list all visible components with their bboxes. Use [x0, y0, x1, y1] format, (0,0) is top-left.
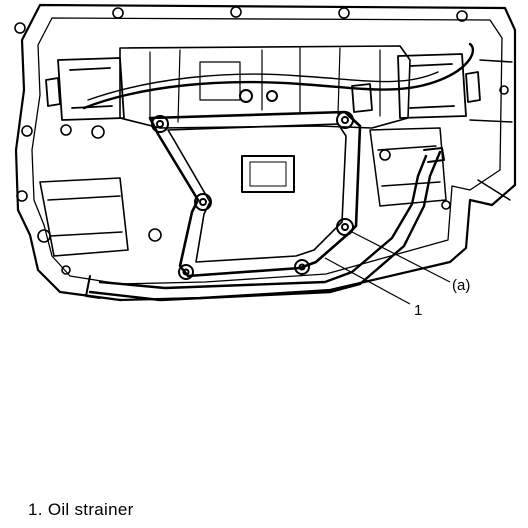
right-side-block [369, 127, 447, 207]
left-solenoid-bolt [91, 125, 105, 139]
rim-bolt-holes [14, 6, 509, 275]
right-side-bolt [379, 149, 391, 161]
oil-pipe-left-end [85, 275, 101, 299]
left-solenoid-bolt-2 [60, 124, 72, 136]
leader-lines [324, 231, 451, 305]
right-solenoid [397, 53, 481, 119]
wiring-harness [82, 42, 475, 110]
wiring-harness-inner [87, 71, 439, 101]
case-inner-rim [31, 17, 503, 285]
oil-pipe-outer [88, 150, 442, 302]
callout-1-label: 1 [414, 302, 422, 319]
oil-strainer-body [167, 123, 347, 263]
legend-text: Oil strainer [47, 500, 134, 519]
strainer-bolts [151, 89, 354, 280]
valve-body-upper [119, 45, 411, 129]
oil-pipe-inner [98, 154, 428, 290]
oil-pipe-end [423, 147, 445, 163]
harness-clamp [351, 83, 373, 113]
case-right-ledge [469, 59, 513, 201]
lower-left-bolt [37, 229, 51, 243]
oil-strainer [148, 110, 362, 278]
strainer-inlet [241, 155, 295, 193]
parts-legend: 1. Oil strainer [28, 500, 134, 520]
lower-left-block [39, 177, 129, 257]
legend-number: 1. [28, 500, 43, 519]
strainer-inlet-inner [249, 161, 287, 187]
left-solenoid [45, 57, 125, 121]
callout-a-label: (a) [452, 277, 470, 294]
lower-left-bolt-2 [148, 228, 162, 242]
